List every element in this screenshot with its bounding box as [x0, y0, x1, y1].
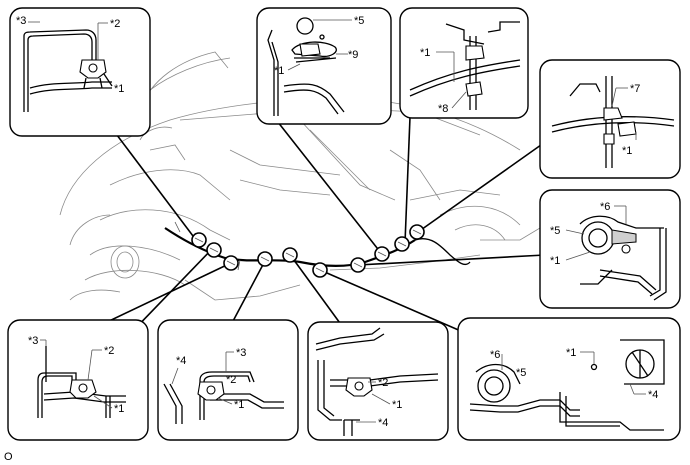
callout-label: *2: [226, 374, 236, 386]
callout-label: *2: [110, 18, 120, 30]
callout-label: *7: [630, 83, 640, 95]
callout-label: *4: [648, 389, 658, 401]
detail-panel-7: *4 *3 *2 *1: [157, 319, 299, 441]
callout-label: *1: [550, 255, 560, 267]
vehicle-front-outline: [59, 51, 546, 301]
callout-label: *3: [28, 335, 38, 347]
callout-label: *2: [378, 377, 388, 389]
callout-label: *5: [516, 367, 526, 379]
callout-label: *5: [354, 15, 364, 27]
callout-label: *5: [550, 225, 560, 237]
detail-panel-3: *1 *8: [399, 7, 529, 119]
callout-label: *2: [104, 345, 114, 357]
detail-panel-9: *6 *5 *1 *4: [457, 317, 681, 441]
callout-label: *6: [490, 349, 500, 361]
callout-label: *1: [392, 399, 402, 411]
detail-panel-1: *3 *2 *1: [9, 7, 151, 137]
figure-id: O: [4, 451, 13, 463]
clamp-locators: [79, 85, 549, 366]
detail-panel-4: *7 *1: [539, 59, 681, 179]
detail-panel-2: *5 *9 *1: [256, 7, 392, 125]
callout-label: *8: [438, 103, 448, 115]
callout-label: *1: [114, 403, 124, 415]
callout-label: *1: [622, 145, 632, 157]
callout-label: *4: [378, 417, 388, 429]
callout-label: *3: [236, 347, 246, 359]
callout-label: *6: [600, 201, 610, 213]
detail-panel-5: *6 *5 *1: [539, 189, 681, 309]
callout-label: *1: [114, 83, 124, 95]
detail-panel-6: *3 *2 *1: [7, 319, 149, 441]
callout-label: *1: [234, 399, 244, 411]
callout-label: *1: [420, 47, 430, 59]
detail-panel-8: *2 *1 *4: [307, 321, 449, 441]
callout-label: *1: [274, 65, 284, 77]
callout-label: *4: [176, 355, 186, 367]
callout-label: *9: [348, 49, 358, 61]
callout-label: *3: [16, 15, 26, 27]
callout-label: *1: [566, 347, 576, 359]
